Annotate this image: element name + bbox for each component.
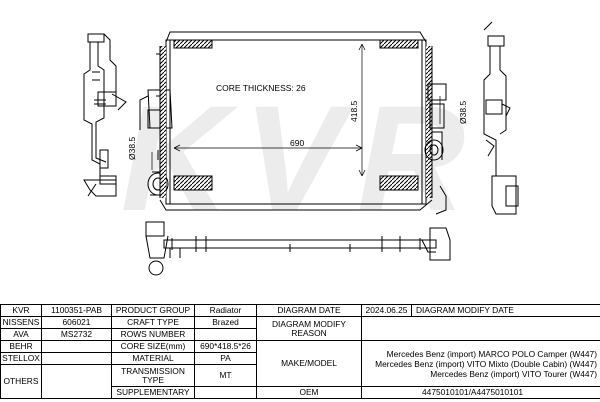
nissens-value: 606021 bbox=[41, 316, 112, 329]
rows-number-value bbox=[194, 328, 257, 341]
top-left-fin-block bbox=[173, 39, 213, 49]
diagram-modify-date-label: DIAGRAM MODIFY DATE bbox=[411, 304, 600, 317]
left-side-view bbox=[83, 33, 127, 197]
radiator-technical-drawing: KVR bbox=[83, 21, 519, 276]
behr-value bbox=[41, 340, 112, 353]
others-value bbox=[41, 364, 112, 399]
supplementary-value bbox=[194, 386, 257, 399]
height-dimension: 418.5 bbox=[349, 100, 359, 122]
transmission-value: MT bbox=[194, 364, 257, 387]
supplementary-label: SUPPLEMENTARY bbox=[111, 386, 195, 399]
stellox-value bbox=[41, 352, 112, 365]
product-group-value: Radiator bbox=[194, 304, 257, 317]
make-model-line: Mercedes Benz (import) VITO Tourer (W447… bbox=[430, 368, 597, 379]
diagram-date-label: DIAGRAM DATE bbox=[256, 304, 362, 317]
kvr-value: 1100351-PAB bbox=[41, 304, 112, 317]
right-side-view bbox=[483, 21, 519, 215]
make-model-label: MAKE/MODEL bbox=[256, 340, 362, 387]
modify-reason-label: DIAGRAM MODIFY REASON bbox=[256, 316, 362, 341]
material-value: PA bbox=[194, 352, 257, 365]
right-pipe-diameter: Ø38.5 bbox=[458, 101, 468, 124]
radiator-bottom-view bbox=[145, 221, 451, 276]
others-label: OTHERS bbox=[0, 364, 42, 399]
craft-type-label: CRAFT TYPE bbox=[111, 316, 195, 329]
rows-number-label: ROWS NUMBER bbox=[111, 328, 195, 341]
make-model-line: Mercedes Benz (import) VITO Mixto (Doubl… bbox=[375, 358, 597, 369]
watermark: KVR bbox=[121, 74, 480, 242]
kvr-label: KVR bbox=[0, 304, 42, 317]
right-tank-fittings bbox=[424, 83, 447, 215]
bottom-left-fin-block bbox=[173, 175, 213, 191]
nissens-label: NISSENS bbox=[0, 316, 42, 329]
diagram-date-value: 2024.06.25 bbox=[361, 304, 412, 317]
transmission-text: TRANSMISSION TYPE bbox=[121, 365, 185, 385]
oem-label: OEM bbox=[256, 386, 362, 399]
material-label: MATERIAL bbox=[111, 352, 195, 365]
left-pipe-diameter: Ø38.5 bbox=[127, 137, 137, 160]
craft-type-value: Brazed bbox=[194, 316, 257, 329]
behr-label: BEHR bbox=[0, 340, 42, 353]
stellox-label: STELLOX bbox=[0, 352, 42, 365]
radiator-front-view bbox=[159, 31, 433, 211]
modify-reason-text: DIAGRAM MODIFY REASON bbox=[272, 318, 346, 338]
oem-value: 4475010101/A4475010101 bbox=[361, 386, 600, 399]
product-group-label: PRODUCT GROUP bbox=[111, 304, 195, 317]
width-dimension: 690 bbox=[290, 138, 304, 148]
make-model-line: Mercedes Benz (import) MARCO POLO Camper… bbox=[386, 348, 597, 359]
ava-label: AVA bbox=[0, 328, 42, 341]
dimension-lines bbox=[151, 43, 441, 177]
spec-table: KVR 1100351-PAB PRODUCT GROUP Radiator D… bbox=[0, 304, 600, 399]
make-model-values: Mercedes Benz (import) MARCO POLO Camper… bbox=[361, 340, 600, 387]
core-thickness-label: CORE THICKNESS: 26 bbox=[216, 83, 306, 93]
core-size-label: CORE SIZE(mm) bbox=[111, 340, 195, 353]
core-size-value: 690*418.5*26 bbox=[194, 340, 257, 353]
modify-reason-value bbox=[361, 316, 600, 341]
transmission-label: TRANSMISSION TYPE bbox=[111, 364, 195, 387]
ava-value: MS2732 bbox=[41, 328, 112, 341]
top-right-fin-block bbox=[379, 39, 419, 49]
bottom-right-fin-block bbox=[379, 175, 419, 191]
